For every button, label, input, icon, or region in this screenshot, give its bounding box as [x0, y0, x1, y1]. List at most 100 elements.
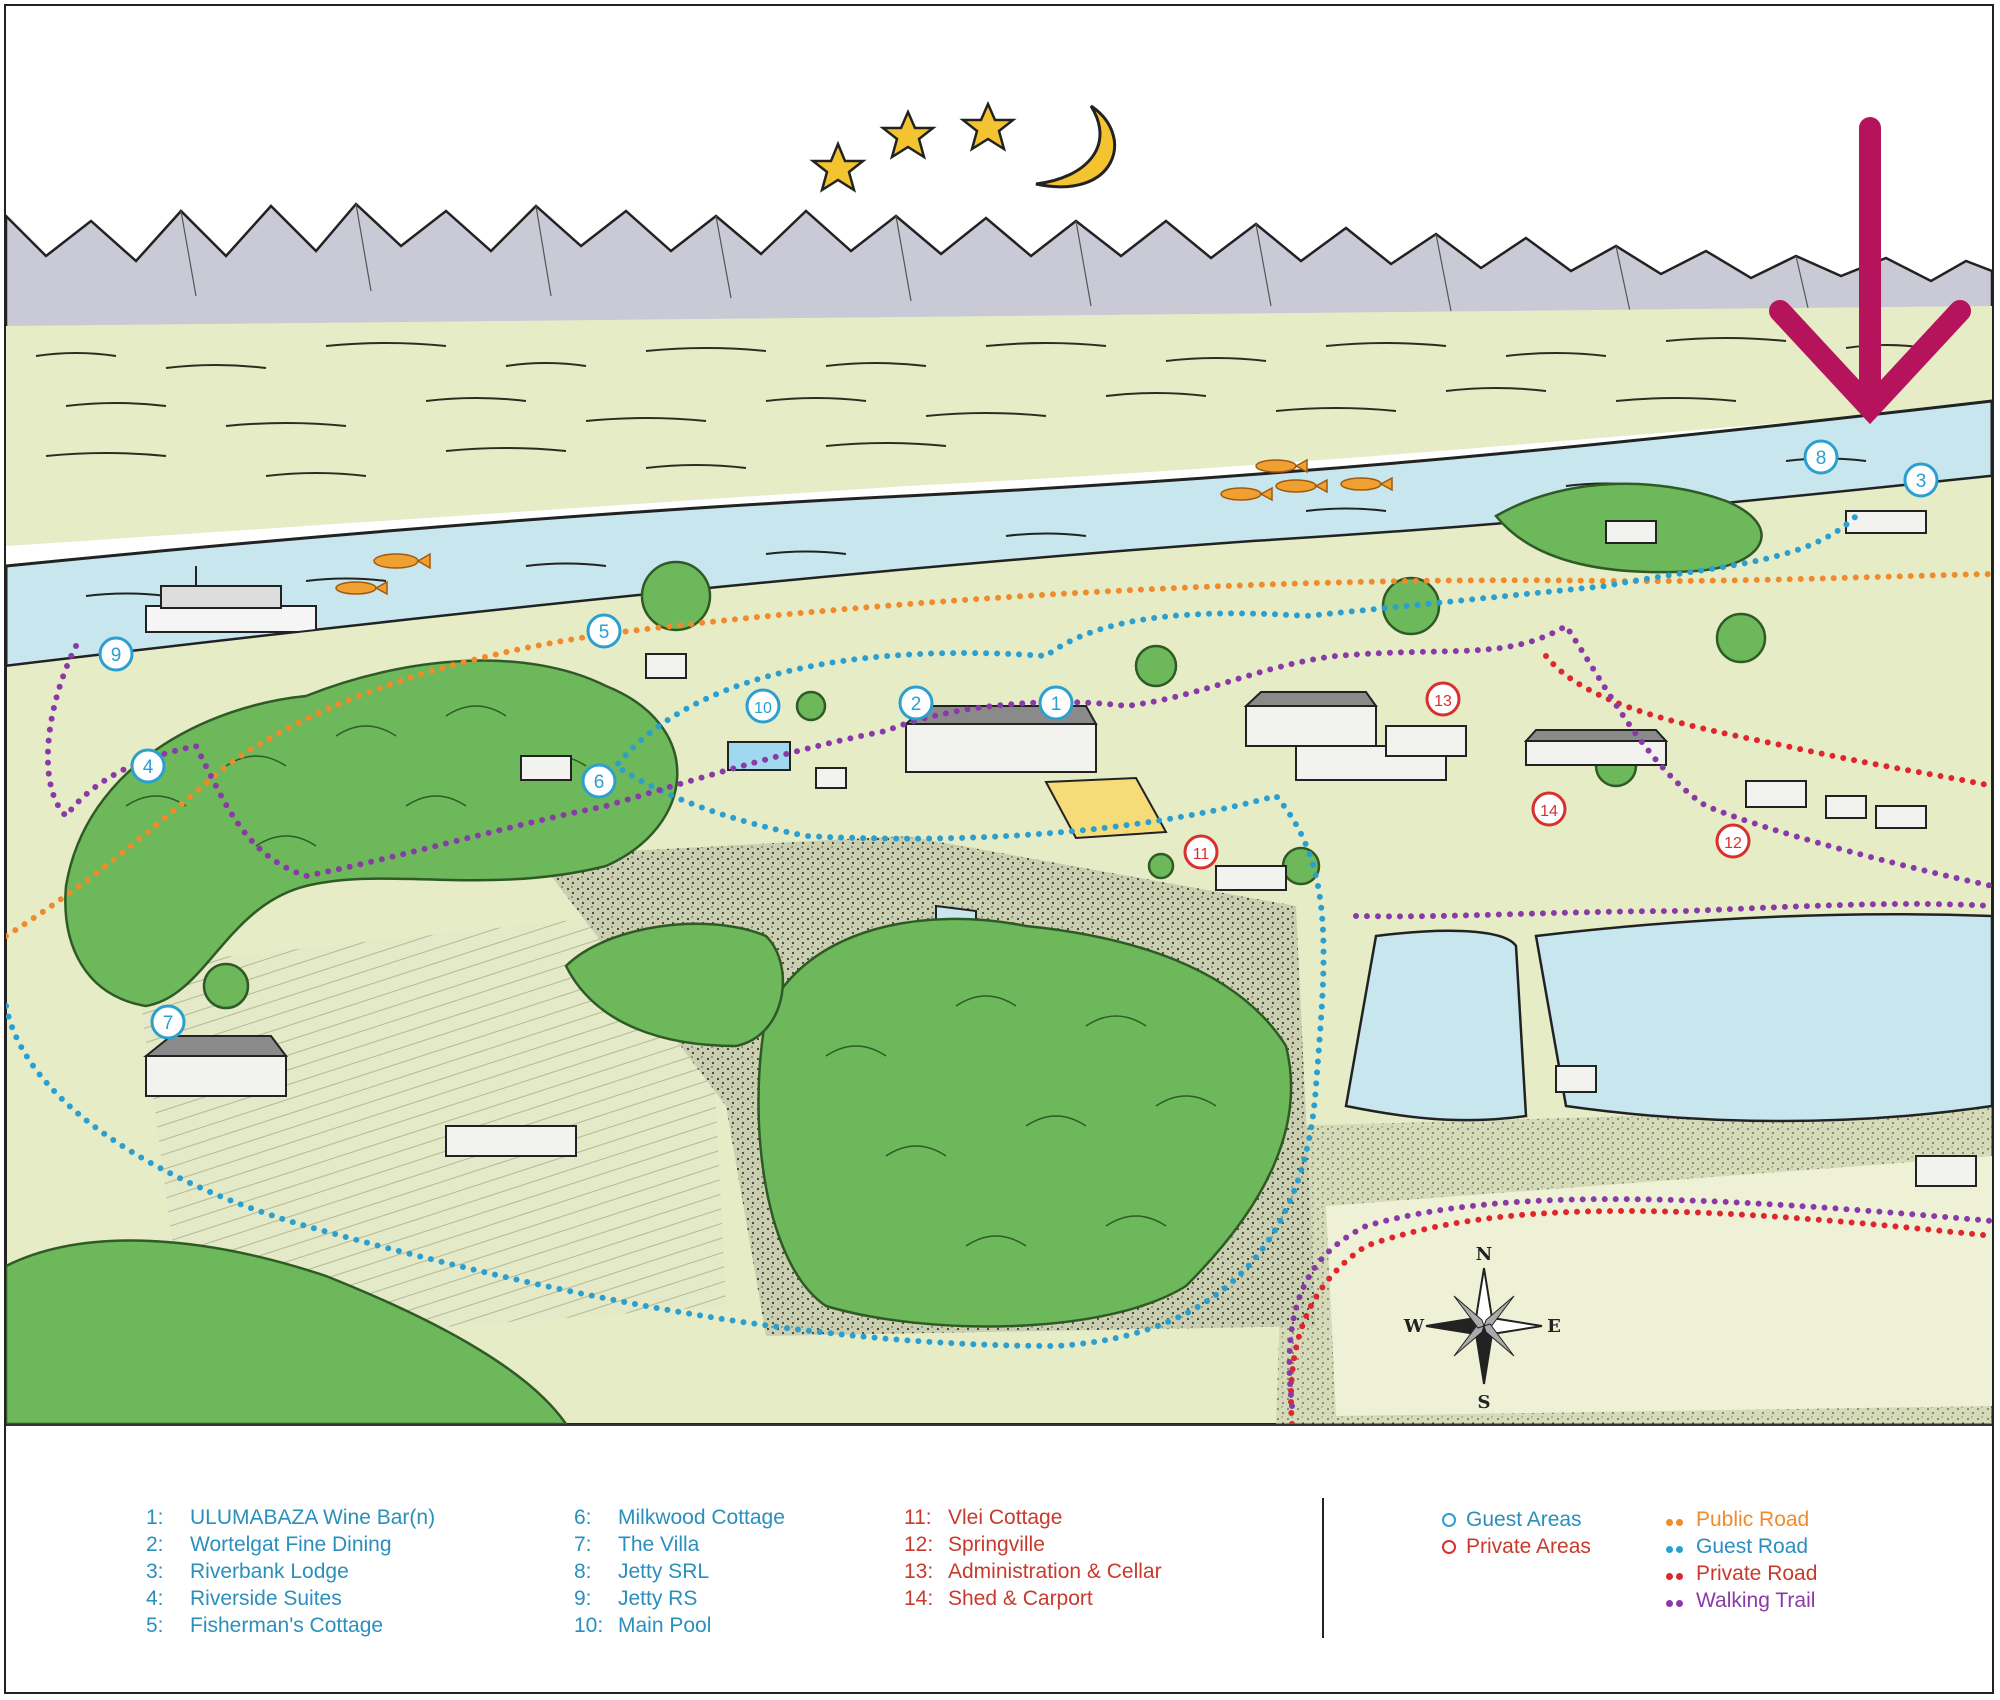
location-marker-7[interactable]: 7: [150, 1004, 186, 1040]
vlei-lake-east: [1534, 912, 1992, 1123]
location-marker-11[interactable]: 11: [1183, 834, 1219, 870]
guest-road: [6, 513, 1859, 1350]
key-walking-trail-label: Walking Trail: [1696, 1588, 1816, 1612]
forest-texture: [125, 705, 1217, 1247]
legend-location-number: 14:: [904, 1587, 934, 1610]
legend-location-name: Springville: [948, 1533, 1045, 1556]
legend-location-name: Jetty SRL: [618, 1560, 710, 1583]
field-area: [136, 906, 726, 1346]
location-marker-13[interactable]: 13: [1425, 681, 1461, 717]
legend-location-number: 9:: [574, 1587, 592, 1610]
key-public-road-label: Public Road: [1696, 1507, 1810, 1531]
location-marker-1[interactable]: 1: [1038, 685, 1074, 721]
location-marker-5[interactable]: 5: [586, 613, 622, 649]
location-marker-4[interactable]: 4: [130, 748, 166, 784]
location-marker-2[interactable]: 2: [898, 685, 934, 721]
legend-location-item: 5:Fisherman's Cottage: [146, 1614, 435, 1641]
vlei-lake: [1344, 929, 1528, 1122]
marker-number: 13: [1434, 693, 1452, 710]
legend-locations-col1: 1: ULUMABAZA Wine Bar(n) 2: Wortelgat Fine …: [146, 1506, 435, 1641]
legend-location-item: 14:Shed & Carport: [904, 1587, 1162, 1614]
legend-location-name: Administration & Cellar: [948, 1560, 1162, 1583]
legend-location-number: 4:: [146, 1587, 164, 1610]
marker-number: 8: [1816, 448, 1827, 469]
legend-location-name: Riverside Suites: [190, 1587, 342, 1610]
marker-circle: [150, 1004, 186, 1040]
marker-circle: [1715, 823, 1751, 859]
legend-location-item: 4: Riverside Suites: [146, 1587, 435, 1614]
key-public-road: Public Road: [1666, 1506, 1817, 1533]
location-marker-6[interactable]: 6: [581, 763, 617, 799]
location-marker-10[interactable]: 10: [745, 688, 781, 724]
location-marker-14[interactable]: 14: [1531, 791, 1567, 827]
key-private-road: Private Road: [1666, 1560, 1817, 1587]
legend-location-number: 12:: [904, 1533, 934, 1556]
marker-number: 12: [1724, 835, 1742, 852]
location-marker-9[interactable]: 9: [98, 636, 134, 672]
key-private-areas: Private Areas: [1442, 1533, 1591, 1560]
legend-divider: [1322, 1498, 1324, 1638]
legend-location-item: 7:The Villa: [574, 1533, 785, 1560]
marker-circle: [1183, 834, 1219, 870]
legend-location-number: 13:: [904, 1560, 934, 1583]
marker-number: 2: [911, 694, 922, 715]
marker-number: 5: [599, 622, 610, 643]
key-guest-areas-label: Guest Areas: [1466, 1507, 1582, 1531]
marker-number: 6: [594, 772, 605, 793]
compass-w: W: [1403, 1316, 1425, 1337]
marker-circle: [1803, 439, 1839, 475]
marker-circle: [1903, 462, 1939, 498]
legend-location-name: ULUMABAZA Wine Bar(n): [190, 1506, 436, 1529]
legend-location-name: Wortelgat Fine Dining: [190, 1533, 392, 1556]
marker-circle: [745, 688, 781, 724]
legend-location-item: 13: Administration & Cellar: [904, 1560, 1162, 1587]
legend-location-name: Riverbank Lodge: [190, 1560, 349, 1583]
forest: [6, 482, 1767, 1424]
marker-number: 9: [111, 645, 122, 666]
main-pool-shape: [727, 741, 791, 771]
private-road: [1288, 653, 1992, 1424]
boat-icon: [145, 566, 317, 633]
legend-location-name: Main Pool: [618, 1614, 712, 1637]
stars-icon: [809, 100, 1017, 193]
public-road: [6, 571, 1992, 939]
legend-location-item: 6:Milkwood Cottage: [574, 1506, 785, 1533]
buildings: [143, 510, 1977, 1187]
marker-number: 4: [143, 757, 154, 778]
walking-trail: [44, 621, 1992, 1409]
legend-location-name: Jetty RS: [618, 1587, 698, 1610]
arrow-down-icon: [1769, 117, 1971, 425]
marker-number: 10: [754, 700, 772, 717]
marker-number: 3: [1916, 471, 1927, 492]
legend-location-item: 10: Main Pool: [574, 1614, 785, 1641]
key-guest-road-label: Guest Road: [1696, 1534, 1809, 1558]
legend-location-number: 1:: [146, 1506, 164, 1529]
legend-location-number: 3:: [146, 1560, 164, 1583]
legend-location-name: Fisherman's Cottage: [190, 1614, 384, 1637]
legend-location-item: 9: Jetty RS: [574, 1587, 785, 1614]
marker-number: 14: [1540, 803, 1558, 820]
location-marker-3[interactable]: 3: [1903, 462, 1939, 498]
marker-circle: [130, 748, 166, 784]
legend-location-number: 10:: [574, 1614, 604, 1637]
key-private-areas-label: Private Areas: [1466, 1534, 1591, 1558]
marker-circle: [581, 763, 617, 799]
location-marker-8[interactable]: 8: [1803, 439, 1839, 475]
legend-location-number: 2:: [146, 1533, 164, 1556]
private-ring-icon: [1442, 1539, 1456, 1554]
compass-e: E: [1547, 1316, 1561, 1337]
key-guest-road: Guest Road: [1666, 1533, 1817, 1560]
marker-circle: [898, 685, 934, 721]
marker-circle: [98, 636, 134, 672]
legend-location-item: 8:Jetty SRL: [574, 1560, 785, 1587]
guest-road-dots-icon: [1666, 1535, 1686, 1559]
legend-location-name: Milkwood Cottage: [618, 1506, 785, 1529]
moon-icon: [1035, 104, 1117, 189]
private-road-dots-icon: [1666, 1562, 1686, 1586]
location-marker-12[interactable]: 12: [1715, 823, 1751, 859]
walking-trail-dots-icon: [1666, 1589, 1686, 1613]
public-road-dots-icon: [1666, 1508, 1686, 1532]
